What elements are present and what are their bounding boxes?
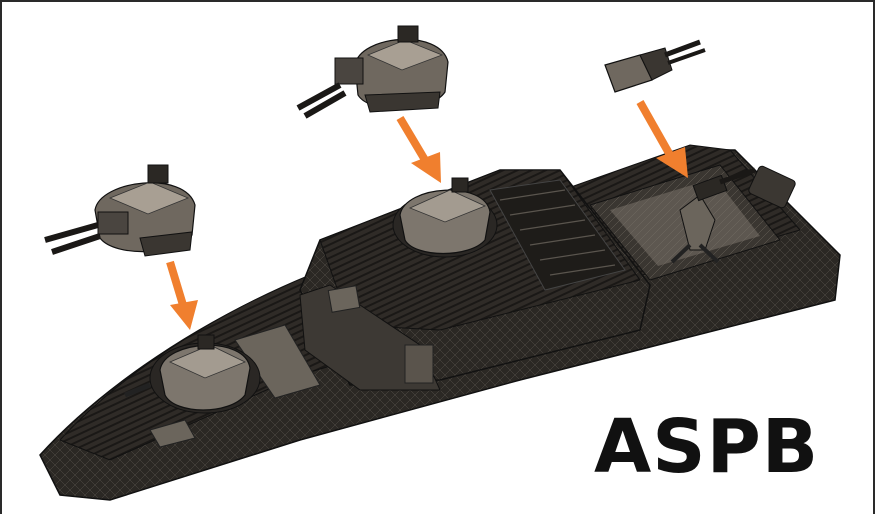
caption-title: ASPB xyxy=(594,404,820,490)
frame-right-border xyxy=(873,0,875,514)
floating-turret-center-icon xyxy=(296,25,449,119)
center-turret-icon xyxy=(392,177,498,258)
stern-gun-mount-icon xyxy=(670,167,756,264)
floating-machine-gun-icon xyxy=(604,39,706,93)
arrow-right-icon xyxy=(636,100,688,178)
frame-left-border xyxy=(0,0,2,514)
arrow-center-icon xyxy=(396,115,441,183)
bow-turret-icon xyxy=(124,334,261,414)
arrow-left-icon xyxy=(166,260,198,330)
floating-turret-left-icon xyxy=(44,164,196,257)
superstructure-icon xyxy=(299,169,651,391)
frame-top-border xyxy=(0,0,875,2)
